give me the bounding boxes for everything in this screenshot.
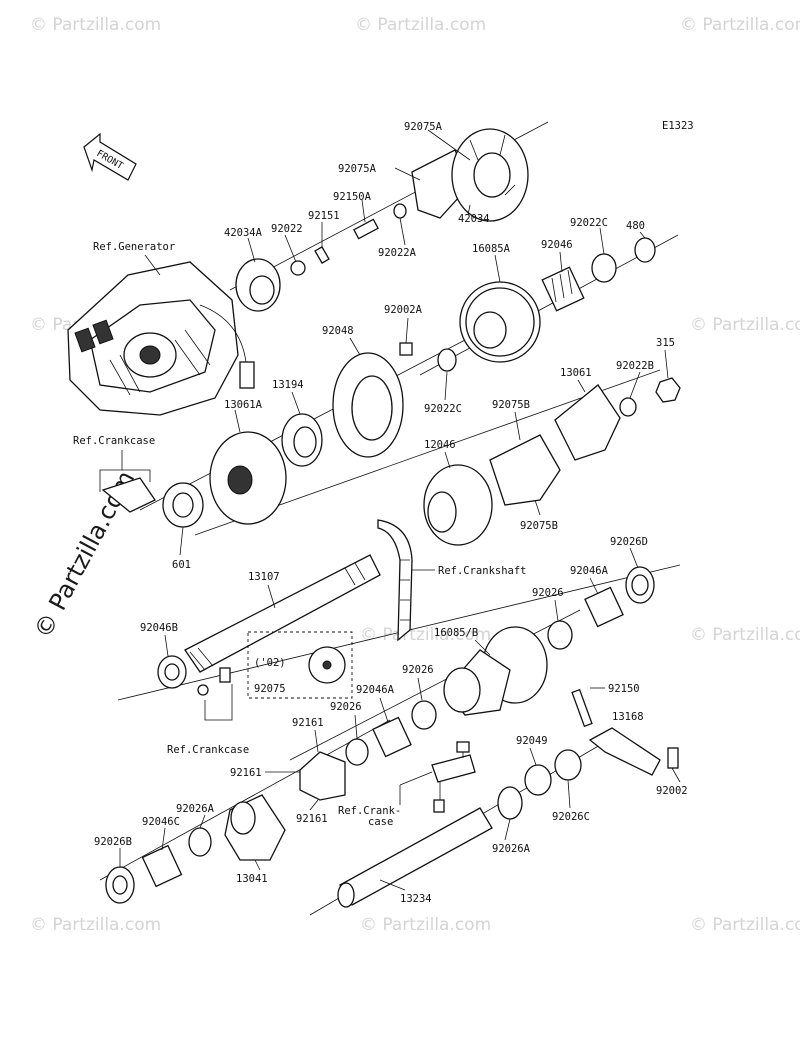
shaft-13234 bbox=[337, 688, 679, 908]
part-labels: 92075A 92075A 42034 92150A 92151 92022 4… bbox=[73, 121, 688, 905]
middle-row-parts bbox=[101, 342, 681, 546]
part-label: case bbox=[368, 816, 393, 828]
part-label: 92161 bbox=[296, 813, 328, 825]
part-label: 92002 bbox=[656, 785, 688, 797]
part-label: 92026 bbox=[532, 587, 564, 599]
part-label: 92026D bbox=[610, 536, 648, 548]
part-label: ('02) bbox=[254, 657, 286, 669]
part-label: 92150A bbox=[333, 191, 372, 203]
part-label: 315 bbox=[656, 337, 675, 349]
part-label: 92046A bbox=[356, 684, 395, 696]
part-label: 92022C bbox=[570, 217, 608, 229]
part-label: 92046B bbox=[140, 622, 178, 634]
part-label: Ref.Generator bbox=[93, 241, 175, 253]
part-label: Ref.Crankshaft bbox=[438, 565, 527, 577]
part-label: 12046 bbox=[424, 439, 456, 451]
watermark: © Partzilla.com bbox=[355, 15, 486, 35]
cam-chain bbox=[377, 519, 413, 642]
part-label: 480 bbox=[626, 220, 645, 232]
part-label: 92002A bbox=[384, 304, 423, 316]
part-label: 92022C bbox=[424, 403, 462, 415]
part-label: 92026A bbox=[176, 803, 215, 815]
part-label: 92046 bbox=[541, 239, 573, 251]
part-label: 13168 bbox=[612, 711, 644, 723]
shaft-13107 bbox=[157, 554, 381, 696]
part-label: 13194 bbox=[272, 379, 304, 391]
lower-gear-parts bbox=[443, 566, 655, 716]
part-label: 13107 bbox=[248, 571, 280, 583]
part-label: 92075A bbox=[404, 121, 443, 133]
watermark: © Partzilla.com bbox=[360, 625, 491, 645]
part-label: 92026 bbox=[402, 664, 434, 676]
part-label: 92161 bbox=[292, 717, 324, 729]
part-label: 92075B bbox=[492, 399, 530, 411]
part-label: 92075 bbox=[254, 683, 286, 695]
watermark-layer: © Partzilla.com © Partzilla.com © Partzi… bbox=[30, 15, 800, 935]
watermark: © Partzilla.com bbox=[30, 15, 161, 35]
watermark: © Partzilla.com bbox=[680, 15, 800, 35]
part-label: 13061A bbox=[224, 399, 263, 411]
diagram-code: E1323 bbox=[662, 120, 694, 132]
part-label: 92026A bbox=[492, 843, 531, 855]
generator-assembly bbox=[67, 261, 255, 416]
part-label: 601 bbox=[172, 559, 191, 571]
front-arrow-icon: FRONT bbox=[83, 132, 137, 181]
lower-left-parts bbox=[105, 700, 437, 904]
part-label: 92150 bbox=[608, 683, 640, 695]
part-label: Ref.Crankcase bbox=[73, 435, 155, 447]
inset-02-box bbox=[247, 631, 353, 699]
watermark: © Partzilla.com bbox=[690, 315, 800, 335]
watermark: © Partzilla.com bbox=[690, 625, 800, 645]
part-label: 92048 bbox=[322, 325, 354, 337]
part-label: Ref.Crank- bbox=[338, 805, 401, 817]
part-label: 92049 bbox=[516, 735, 548, 747]
part-label: 42034 bbox=[458, 213, 490, 225]
part-label: 16085/B bbox=[434, 627, 478, 639]
part-label: 92046A bbox=[570, 565, 609, 577]
watermark: © Partzilla.com bbox=[30, 915, 161, 935]
part-label: 16085A bbox=[472, 243, 511, 255]
part-label: 92026 bbox=[330, 701, 362, 713]
top-shaft-parts bbox=[235, 128, 529, 312]
part-label: Ref.Crankcase bbox=[167, 744, 249, 756]
part-label: 92022 bbox=[271, 223, 303, 235]
part-label: 92075A bbox=[338, 163, 377, 175]
part-label: 92161 bbox=[230, 767, 262, 779]
part-label: 13041 bbox=[236, 873, 268, 885]
leader-lines bbox=[99, 129, 681, 891]
part-label: 13061 bbox=[560, 367, 592, 379]
part-label: 42034A bbox=[224, 227, 263, 239]
watermark: © Partzilla.com bbox=[690, 915, 800, 935]
part-label: 13234 bbox=[400, 893, 432, 905]
part-label: 92075B bbox=[520, 520, 558, 532]
part-label: 92022B bbox=[616, 360, 654, 372]
part-label: 92026C bbox=[552, 811, 590, 823]
watermark: © Partzilla.com bbox=[360, 915, 491, 935]
part-label: 92046C bbox=[142, 816, 180, 828]
part-label: 92022A bbox=[378, 247, 417, 259]
part-label: 92026B bbox=[94, 836, 132, 848]
upper-gear-parts bbox=[459, 237, 656, 363]
part-label: 92151 bbox=[308, 210, 340, 222]
